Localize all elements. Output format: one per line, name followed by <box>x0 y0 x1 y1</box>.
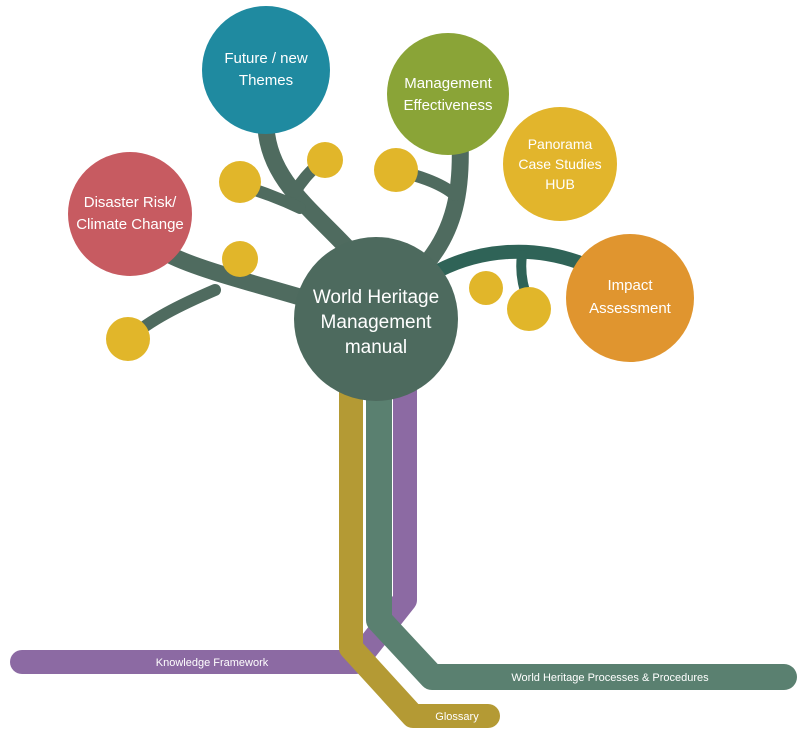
node-impact: Impact Assessment <box>566 234 694 362</box>
panorama-circle <box>503 107 617 221</box>
center-line-3: manual <box>345 337 407 358</box>
node-center: World Heritage Management manual <box>294 237 458 401</box>
dot-3 <box>374 148 418 192</box>
branch-impact <box>433 244 585 277</box>
roots <box>10 370 797 728</box>
impact-line-2: Assessment <box>589 300 672 317</box>
node-future: Future / new Themes <box>202 6 330 134</box>
node-disaster: Disaster Risk/ Climate Change <box>68 152 192 276</box>
knowledge-framework-label: Knowledge Framework <box>156 657 269 669</box>
branch-management <box>416 131 469 274</box>
dot-5 <box>106 317 150 361</box>
dot-7 <box>507 287 551 331</box>
panorama-line-3: HUB <box>545 176 575 192</box>
dot-1 <box>307 142 343 178</box>
disaster-line-1: Disaster Risk/ <box>84 194 177 211</box>
dot-6 <box>469 271 503 305</box>
disaster-line-2: Climate Change <box>76 216 184 233</box>
future-circle <box>202 6 330 134</box>
glossary-root <box>339 385 488 728</box>
panorama-line-2: Case Studies <box>518 156 601 172</box>
yellow-dots <box>106 142 551 361</box>
center-line-2: Management <box>321 312 433 333</box>
impact-circle <box>566 234 694 362</box>
processes-label: World Heritage Processes & Procedures <box>511 672 709 684</box>
management-circle <box>387 33 509 155</box>
center-line-1: World Heritage <box>313 287 439 308</box>
management-line-1: Management <box>404 75 492 92</box>
impact-line-1: Impact <box>607 277 653 294</box>
future-line-1: Future / new <box>224 50 308 67</box>
glossary-label: Glossary <box>435 711 479 723</box>
processes-cap <box>771 664 797 690</box>
future-line-2: Themes <box>239 72 293 89</box>
node-management: Management Effectiveness <box>387 33 509 155</box>
management-line-2: Effectiveness <box>404 97 493 114</box>
panorama-line-1: Panorama <box>528 136 593 152</box>
branch-disaster <box>161 246 319 309</box>
dot-2 <box>219 161 261 203</box>
node-panorama: Panorama Case Studies HUB <box>503 107 617 221</box>
knowledge-cap <box>10 650 34 674</box>
disaster-circle <box>68 152 192 276</box>
dot-4 <box>222 241 258 277</box>
glossary-cap <box>476 704 500 728</box>
center-circle <box>294 237 458 401</box>
processes-root <box>366 385 784 690</box>
